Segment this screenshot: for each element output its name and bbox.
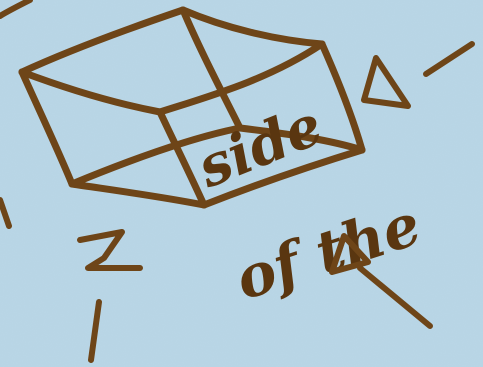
handwritten-sketch-canvas: side of the (0, 0, 483, 367)
